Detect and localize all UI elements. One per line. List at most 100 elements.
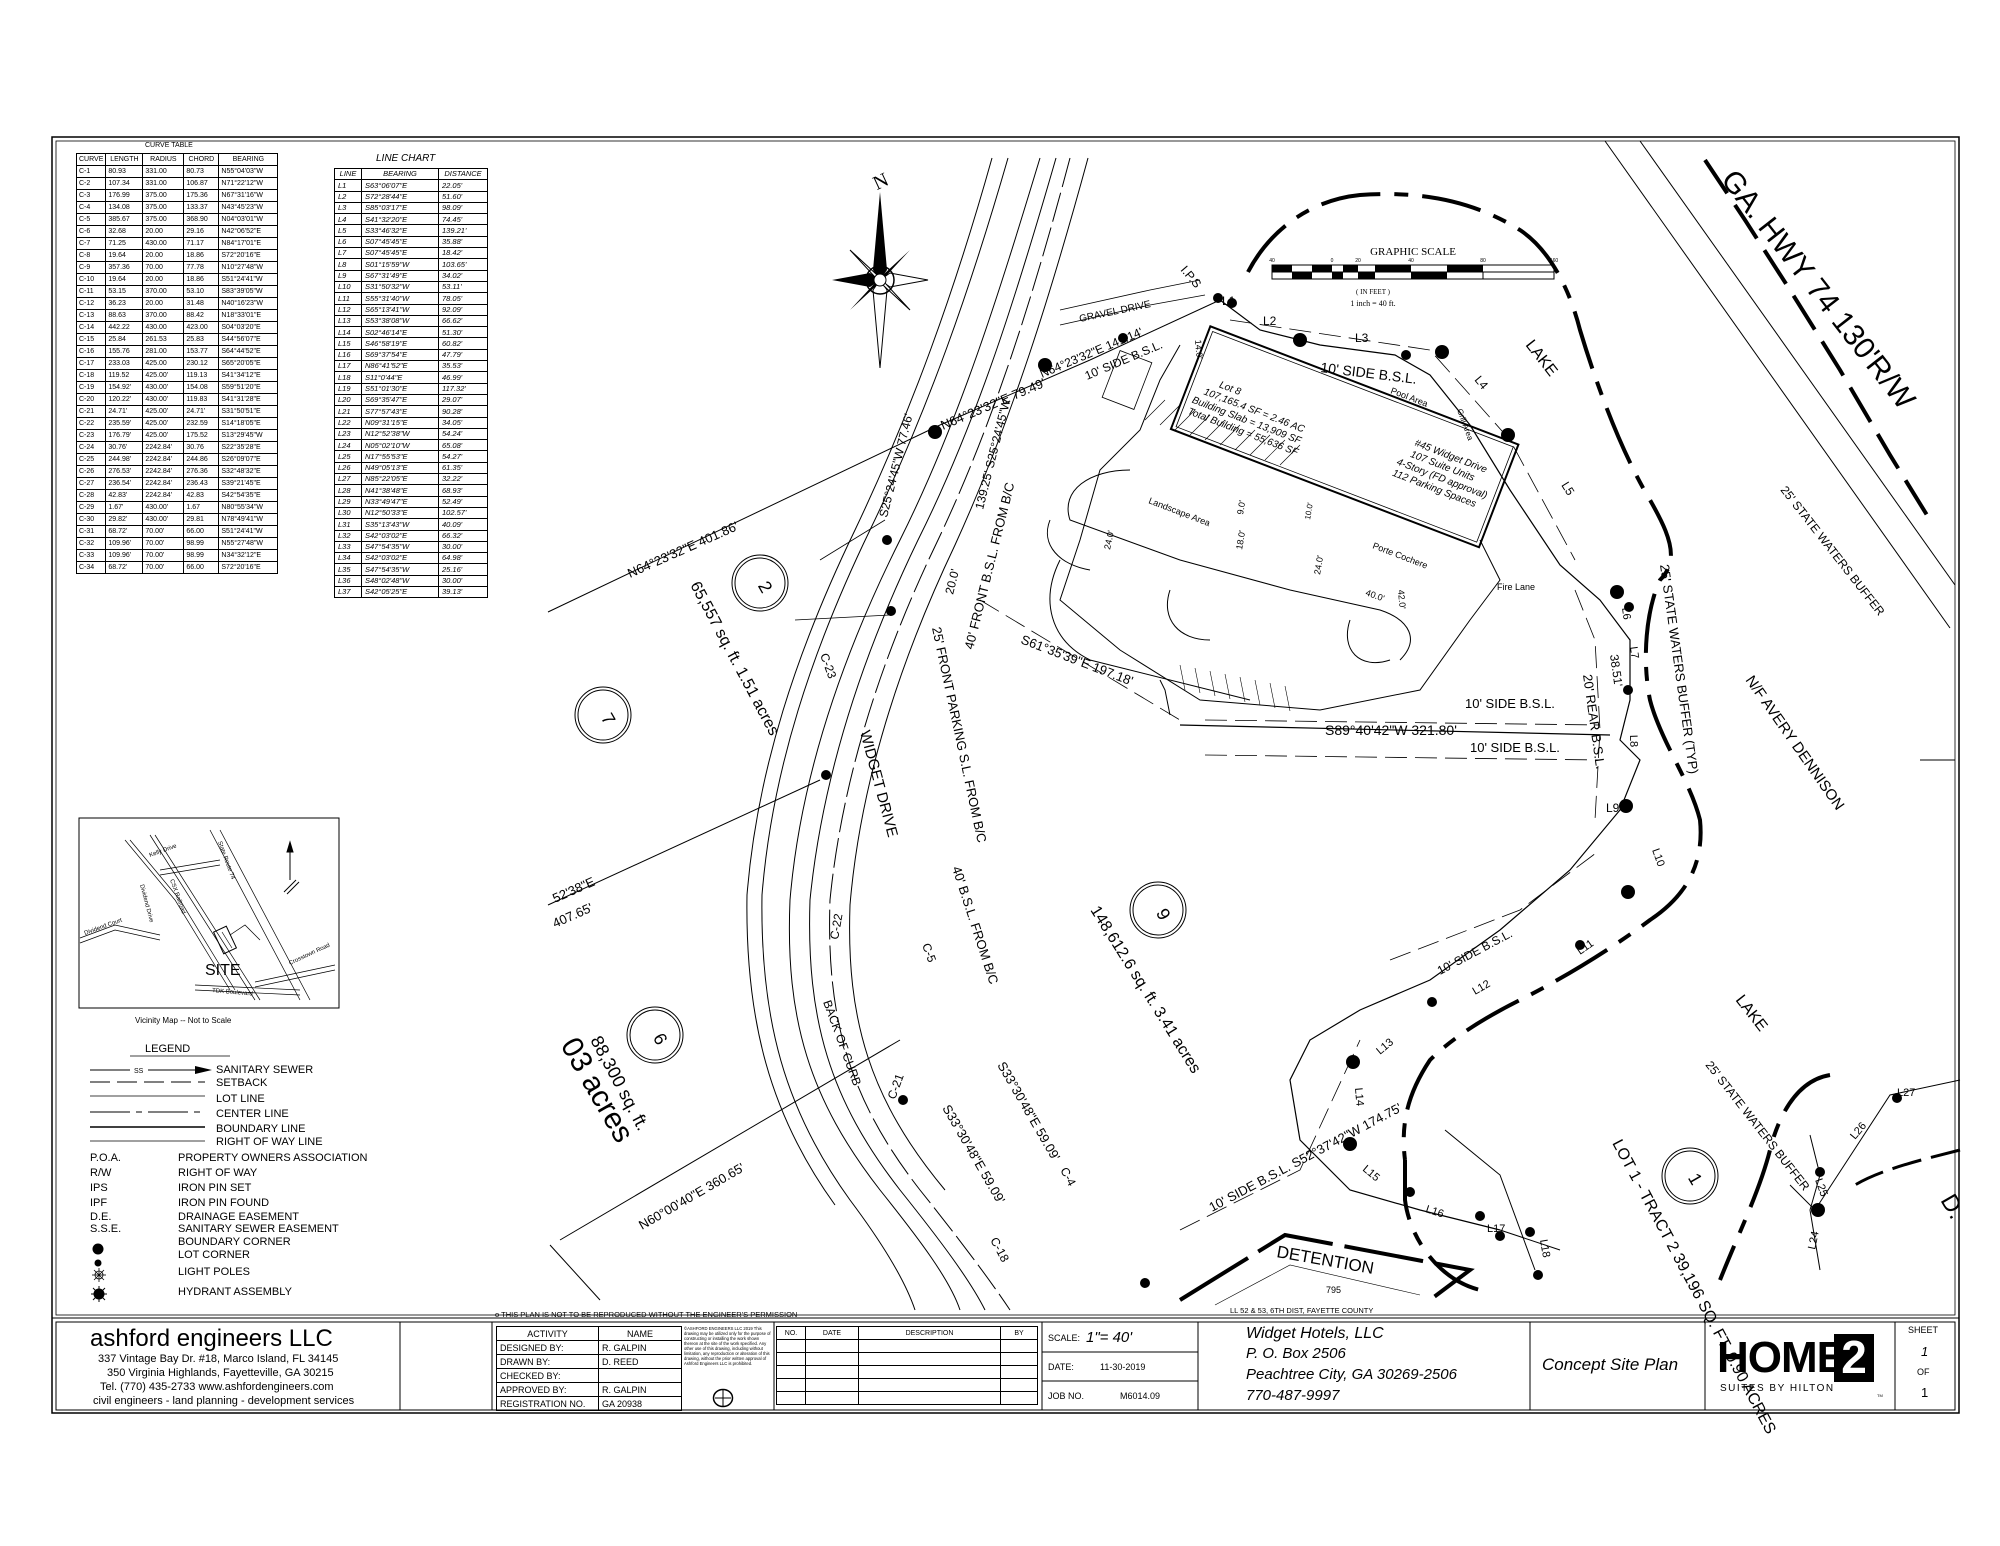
curve-table-row-cell: 70.00'	[142, 561, 185, 574]
line-chart-row-cell: S42°05'25"E	[361, 585, 439, 599]
client-phone: 770-487-9997	[1246, 1387, 1340, 1404]
svg-text:40.0': 40.0'	[1364, 587, 1386, 603]
curve-table-row-cell: 25.83	[183, 333, 220, 346]
curve-table-row-cell: 425.00	[142, 357, 185, 370]
line-chart-row-cell: S07°45'45"E	[361, 247, 439, 260]
curve-table-row-cell: 42.83'	[105, 489, 144, 502]
svg-text:SS: SS	[134, 1068, 144, 1075]
line-chart-title: LINE CHART	[376, 153, 436, 164]
curve-table-row-cell: C-9	[75, 261, 107, 274]
curve-table-row-cell: N34°32'12"E	[218, 549, 279, 562]
svg-text:S89°40'42"W 321.80': S89°40'42"W 321.80'	[1325, 722, 1457, 738]
line-chart-row-cell: S72°28'44"E	[361, 190, 439, 203]
curve-table-row-cell: 230.12	[183, 357, 220, 370]
line-chart-row-cell: L4	[334, 213, 362, 226]
curve-table-row-cell: 25.84	[105, 333, 144, 346]
curve-table-row-cell: C-24	[75, 441, 107, 454]
date-label: DATE:	[1048, 1362, 1074, 1372]
curve-table-row-cell: N84°17'01"E	[218, 237, 279, 250]
curve-table-row-cell: 98.99	[183, 537, 220, 550]
line-chart-row-cell: L10	[334, 280, 362, 294]
line-chart-row-cell: 18.42'	[438, 247, 488, 260]
line-chart-row-cell: N05°02'10"W	[361, 439, 439, 452]
curve-table-row-cell: 109.96'	[105, 549, 144, 562]
curve-table-row-cell: 430.00'	[142, 501, 185, 514]
curve-table-row-cell: 19.64	[105, 273, 144, 286]
svg-text:L18: L18	[1537, 1238, 1552, 1258]
lake-top: LAKE	[1522, 337, 1561, 380]
svg-text:Porte Cochere: Porte Cochere	[1371, 541, 1429, 571]
svg-text:BOUNDARY CORNER: BOUNDARY CORNER	[178, 1236, 291, 1248]
svg-text:CSX Railroad: CSX Railroad	[168, 879, 186, 915]
curve-table-row-cell: 18.86	[183, 273, 220, 286]
curve-table-row-cell: S83°39'05"W	[218, 285, 279, 298]
curve-table-row-cell: N40°16'23"W	[218, 297, 279, 310]
line-chart-row-cell: L37	[334, 585, 362, 599]
curve-table-row-cell: S41°34'12"E	[218, 369, 279, 382]
line-chart-row-cell: 51.60'	[438, 190, 488, 203]
svg-text:LOT LINE: LOT LINE	[216, 1093, 265, 1105]
state-buffer-top: 25' STATE WATERS BUFFER	[1778, 483, 1888, 618]
svg-text:L2: L2	[1263, 314, 1277, 328]
sheet-total: 1	[1921, 1385, 1929, 1400]
curve-table-row-cell: S51°24'41"W	[218, 273, 279, 286]
svg-text:N60°00'40"E 360.65': N60°00'40"E 360.65'	[636, 1160, 747, 1233]
reproduction-note: o THIS PLAN IS NOT TO BE REPRODUCED WITH…	[495, 1310, 797, 1319]
curve-table-row-cell: 281.00	[142, 345, 185, 358]
line-chart-row-cell: 90.28'	[438, 405, 488, 418]
curve-table-row-cell: 71.17	[183, 237, 220, 250]
line-chart-row-cell: L12	[334, 303, 362, 316]
line-chart-row-cell: 102.57'	[438, 506, 488, 520]
svg-text:42.0': 42.0'	[1396, 589, 1408, 609]
svg-text:S33°30'48"E 59.09': S33°30'48"E 59.09'	[939, 1102, 1008, 1206]
line-chart-row-cell: 34.05'	[438, 416, 488, 429]
curve-table-row-cell: 425.00'	[142, 405, 185, 418]
svg-text:SETBACK: SETBACK	[216, 1077, 268, 1089]
curve-table-row-cell: 430.00'	[142, 381, 185, 394]
firm-name: ashford engineers LLC	[90, 1325, 333, 1352]
firm-tel: Tel. (770) 435-2733 www.ashfordengineers…	[100, 1381, 334, 1393]
curve-table-row-cell: 331.00	[142, 165, 185, 178]
line-chart-row-cell: L23	[334, 427, 362, 441]
curve-table-header: CURVE LENGTH RADIUS CHORD BEARING	[75, 153, 279, 166]
svg-text:Landscape Area: Landscape Area	[1147, 496, 1211, 529]
curve-table-row-cell: C-23	[75, 429, 107, 442]
svg-text:L15: L15	[1360, 1163, 1382, 1184]
line-chart-row-cell: L6	[334, 235, 362, 249]
curve-table-row-cell: C-30	[75, 513, 107, 526]
curve-table-row-cell: 244.86	[183, 453, 220, 466]
line-chart-row-cell: S07°45'45"E	[361, 235, 439, 249]
curve-table-row-cell: N67°31'16"W	[218, 189, 279, 202]
curve-table-row-cell: 236.43	[183, 477, 220, 490]
svg-text:RIGHT OF WAY LINE: RIGHT OF WAY LINE	[216, 1136, 323, 1148]
line-chart-row-cell: 53.11'	[438, 280, 488, 294]
curve-table-row-cell: 442.22	[105, 321, 144, 334]
svg-text:40: 40	[1408, 258, 1414, 264]
curve-table-row-cell: 20.00	[142, 273, 185, 286]
line-chart-row-cell: 139.21'	[438, 224, 488, 237]
curve-table-row-cell: C-33	[75, 549, 107, 562]
curve-table-title: CURVE TABLE	[145, 142, 193, 149]
line-chart-row-cell: S69°37'54"E	[361, 348, 439, 362]
copyright-note: ©ASHFORD ENGINEERS LLC 2019 This drawing…	[684, 1326, 771, 1366]
svg-text:L4: L4	[1472, 373, 1492, 392]
curve-table-row-cell: 368.90	[183, 213, 220, 226]
sheet-label: SHEET	[1908, 1325, 1939, 1335]
curve-table-row-cell: C-20	[75, 393, 107, 406]
curve-table-row-cell: S51°24'41"W	[218, 525, 279, 538]
line-chart-row-cell: L35	[334, 563, 362, 576]
svg-text:20.0': 20.0'	[942, 567, 962, 595]
line-chart-row-cell: N12°50'33"E	[361, 506, 439, 520]
curve-table-row-cell: 30.76	[183, 441, 220, 454]
curve-table-row-cell: 385.67	[105, 213, 144, 226]
